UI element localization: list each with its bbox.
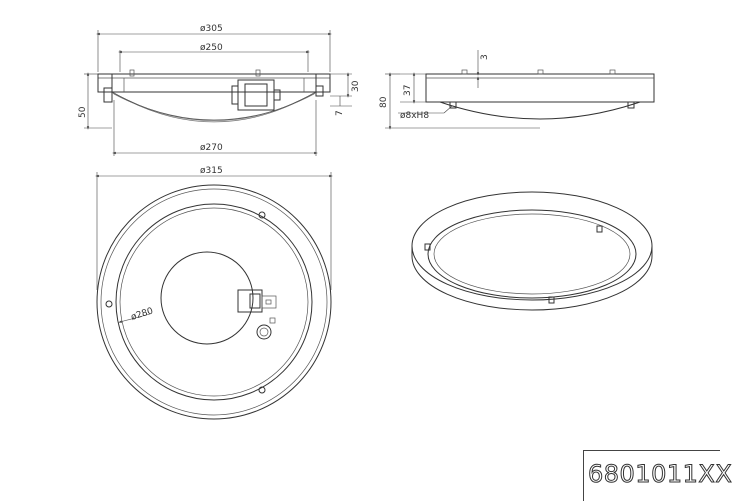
dim-side-37: 37 (403, 85, 413, 96)
dim-top-width-inner: ø250 (200, 43, 223, 53)
dim-plate-thickness: 3 (480, 54, 490, 60)
dim-height-left: 50 (78, 106, 88, 118)
dim-screw-spec: ø8xH8 (400, 111, 429, 121)
dim-bottom-diffuser: ø270 (200, 143, 223, 153)
dim-plan-inner: ø280 (130, 306, 155, 323)
side-view (425, 69, 655, 120)
dim-top-width-outer: ø305 (200, 24, 223, 34)
front-section-view (97, 69, 331, 123)
front-view-dimensions: ø305 ø250 ø270 50 30 7 (78, 24, 361, 156)
dim-side-80: 80 (379, 96, 389, 108)
plan-view-dimensions: ø315 (95, 166, 333, 290)
isometric-view (411, 191, 653, 311)
dim-gap-small: 7 (335, 110, 345, 116)
dim-plan-outer: ø315 (200, 166, 223, 176)
title-block (583, 450, 720, 501)
plan-view: ø280 (96, 184, 332, 420)
dim-height-right: 30 (351, 80, 361, 92)
part-number: 6801011XX (587, 460, 732, 489)
side-view-dimensions: 3 37 80 ø8xH8 (379, 50, 540, 130)
